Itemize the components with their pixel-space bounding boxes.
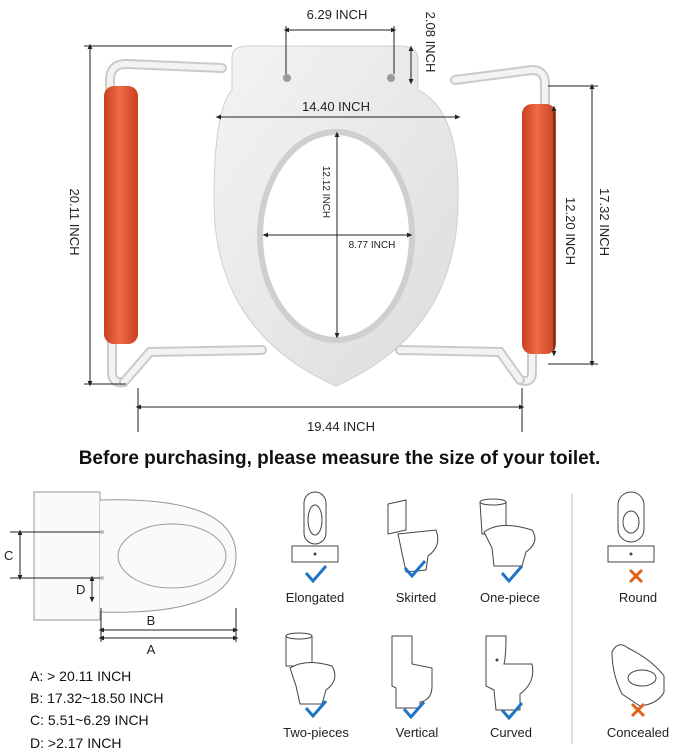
- measure-diagram: C D B A: [4, 491, 239, 657]
- headline: Before purchasing, please measure the si…: [78, 448, 601, 469]
- dim-seat-width: 14.40 INCH: [302, 99, 370, 114]
- type-skirted: Skirted: [387, 499, 439, 605]
- cross-icon: [628, 568, 644, 584]
- type-label-curved: Curved: [490, 725, 532, 740]
- dimension-labels: 6.29 INCH 2.08 INCH 14.40 INCH 12.12 INC…: [67, 7, 612, 434]
- type-label-round: Round: [619, 590, 657, 605]
- spec-c: C: 5.51~6.29 INCH: [30, 712, 149, 728]
- spec-d: D: >2.17 INCH: [30, 735, 121, 751]
- label-b: B: [147, 613, 156, 628]
- dim-hole-offset: 2.08 INCH: [423, 12, 438, 73]
- label-a: A: [147, 642, 156, 657]
- type-label-vertical: Vertical: [396, 725, 439, 740]
- dimension-lines: [84, 26, 598, 432]
- dim-overall-height: 20.11 INCH: [67, 189, 82, 256]
- type-concealed: Concealed: [607, 644, 669, 740]
- left-armrest: [104, 86, 138, 344]
- type-label-one-piece: One-piece: [480, 590, 540, 605]
- check-icon: [500, 565, 524, 584]
- type-label-concealed: Concealed: [607, 725, 669, 740]
- dim-armrest-length: 12.20 INCH: [563, 197, 578, 265]
- dim-opening-width: 8.77 INCH: [349, 240, 396, 251]
- type-one-piece: One-piece: [479, 498, 540, 605]
- dim-overall-width: 19.44 INCH: [307, 419, 375, 434]
- check-icon: [304, 565, 328, 584]
- type-label-skirted: Skirted: [396, 590, 436, 605]
- spec-a: A: > 20.11 INCH: [30, 668, 131, 684]
- toilet-seat: [213, 45, 459, 387]
- type-elongated: Elongated: [286, 491, 345, 605]
- dim-seat-length: 17.32 INCH: [597, 188, 612, 256]
- right-armrest: [522, 104, 556, 354]
- type-two-pieces: Two-pieces: [283, 632, 349, 740]
- label-d: D: [76, 582, 85, 597]
- label-c: C: [4, 548, 13, 563]
- dim-hole-spacing: 6.29 INCH: [307, 7, 368, 22]
- spec-list: A: > 20.11 INCH B: 17.32~18.50 INCH C: 5…: [30, 668, 163, 751]
- type-label-elongated: Elongated: [286, 590, 345, 605]
- check-icon: [304, 700, 328, 719]
- type-vertical: Vertical: [391, 635, 439, 740]
- check-icon: [403, 560, 427, 579]
- type-curved: Curved: [485, 635, 534, 740]
- cross-icon: [630, 702, 646, 718]
- check-icon: [402, 701, 426, 720]
- dim-opening-length: 12.12 INCH: [320, 166, 331, 218]
- spec-b: B: 17.32~18.50 INCH: [30, 690, 163, 706]
- check-icon: [500, 702, 524, 721]
- type-round: Round: [607, 491, 657, 605]
- frame: [105, 58, 550, 388]
- type-label-two-pieces: Two-pieces: [283, 725, 349, 740]
